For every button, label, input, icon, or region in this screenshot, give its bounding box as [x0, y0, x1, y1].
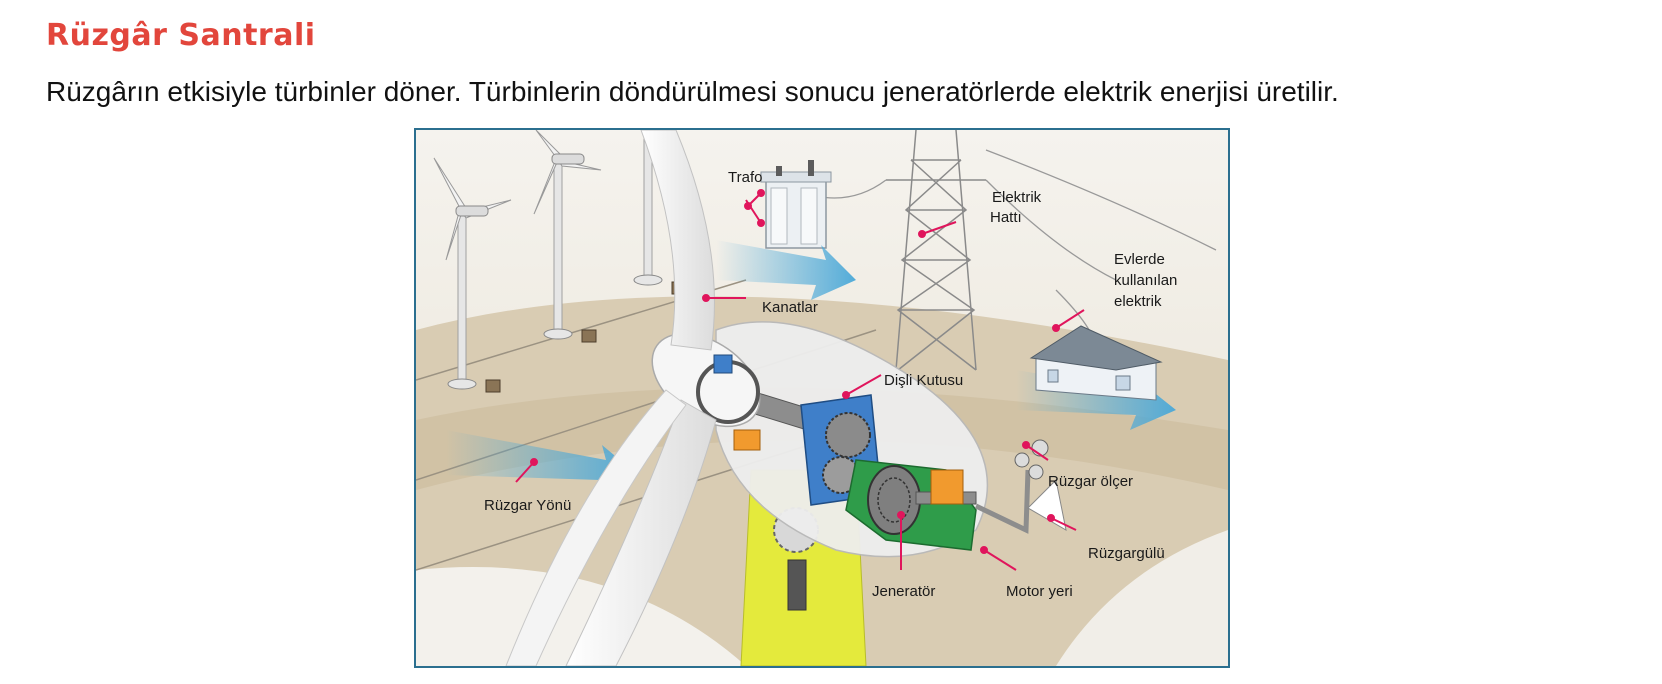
transformer	[760, 160, 832, 249]
page-title: Rüzgâr Santrali	[46, 18, 316, 53]
white-vignette-right	[1056, 530, 1228, 666]
distant-turbine-1	[433, 157, 512, 390]
house	[1029, 325, 1163, 401]
shed	[581, 329, 597, 343]
label-evlerde-2: kullanılan	[1114, 272, 1177, 289]
label-ruzgar-yonu: Rüzgar Yönü	[484, 497, 571, 514]
label-ruzgargulu: Rüzgargülü	[1088, 545, 1165, 562]
label-elektrik-hatti-1: Elektrik	[992, 189, 1042, 206]
label-jenerator: Jeneratör	[872, 583, 935, 600]
white-vignette	[416, 567, 746, 666]
label-evlerde-1: Evlerde	[1114, 251, 1165, 268]
power-line	[985, 149, 1217, 251]
sensor-mast	[974, 469, 1031, 534]
anemometer	[1028, 464, 1044, 480]
intro-text: Rüzgârın etkisiyle türbinler döner. Türb…	[46, 76, 1339, 107]
label-trafo: Trafo	[728, 169, 762, 186]
brake	[733, 429, 761, 451]
anemometer	[1014, 452, 1030, 468]
callouts	[515, 189, 1085, 571]
label-ruzgar-olcer: Rüzgar ölçer	[1048, 473, 1133, 490]
label-elektrik-hatti-2: Hattı	[990, 209, 1022, 226]
diagram-canvas: Trafo Elektrik Hattı Kanatlar Evlerde ku…	[416, 130, 1228, 666]
shed	[485, 379, 501, 393]
wind-arrow-top	[716, 240, 856, 300]
wind-power-diagram: Trafo Elektrik Hattı Kanatlar Evlerde ku…	[414, 128, 1230, 668]
wind-arrow-left	[446, 430, 638, 495]
power-line	[985, 179, 1117, 281]
yaw-motor	[787, 559, 807, 611]
label-kanatlar: Kanatlar	[762, 299, 818, 316]
blade-lower-left	[505, 389, 687, 666]
label-disli-kutusu: Dişli Kutusu	[884, 372, 963, 389]
distant-turbine-2	[533, 130, 602, 340]
label-evlerde-3: elektrik	[1114, 293, 1162, 310]
transmission-tower	[886, 130, 986, 371]
wind-vane	[1027, 478, 1067, 531]
pitch-motor	[713, 354, 733, 374]
label-motor-yeri: Motor yeri	[1006, 583, 1073, 600]
blade-top	[640, 130, 715, 351]
distant-turbine-3	[633, 130, 663, 286]
controller	[930, 469, 964, 505]
blade-bottom	[565, 399, 717, 666]
